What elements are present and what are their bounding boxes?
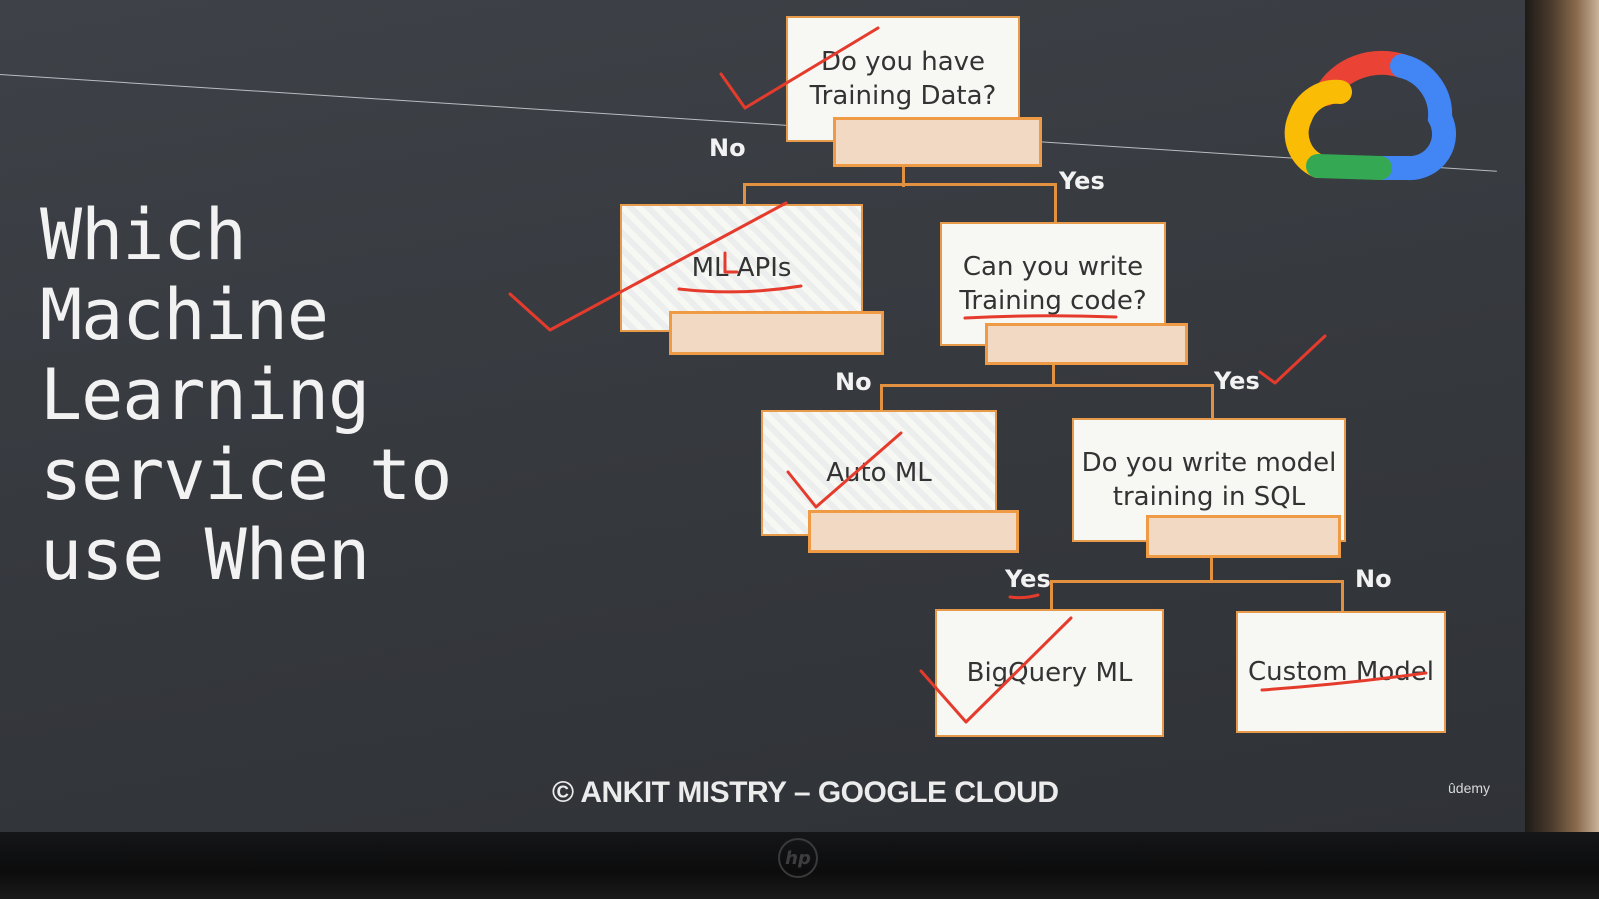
question-training-code-line2: Training code? xyxy=(959,286,1147,316)
custom-model-box: Custom Model xyxy=(1236,611,1446,733)
question-training-code-line1: Can you write xyxy=(962,252,1144,282)
branch-label-no: No xyxy=(835,368,872,396)
box-tab xyxy=(985,323,1188,365)
branch-label-no: No xyxy=(1355,565,1392,593)
connector xyxy=(1050,580,1344,583)
checkmark-icon xyxy=(1258,334,1327,385)
cloud-green-arc xyxy=(1306,154,1392,180)
underline-mark xyxy=(1008,593,1040,600)
cloud-blue-arc xyxy=(1368,54,1456,181)
custom-model-label: Custom Model xyxy=(1248,657,1434,687)
connector xyxy=(1211,384,1214,418)
title-line-3: Learning xyxy=(40,354,370,436)
box-tab xyxy=(808,510,1019,553)
connector xyxy=(1210,556,1213,582)
connector xyxy=(880,384,883,412)
connector xyxy=(1341,580,1344,612)
cloud-red-arc xyxy=(1314,50,1414,106)
monitor-screen: Which Machine Learning service to use Wh… xyxy=(0,0,1525,835)
background-wall xyxy=(1525,0,1599,899)
connector xyxy=(743,183,746,205)
connector xyxy=(1050,580,1053,610)
connector xyxy=(1054,183,1057,223)
slide-rule-line xyxy=(0,74,1497,172)
bigquery-ml-label: BigQuery ML xyxy=(966,658,1133,688)
title-line-5: use When xyxy=(40,514,370,596)
title-line-2: Machine xyxy=(40,274,329,356)
auto-ml-label: Auto ML xyxy=(826,458,932,488)
question-sql-line1: Do you write model xyxy=(1081,448,1337,478)
slide-footer: © ANKIT MISTRY – GOOGLE CLOUD xyxy=(552,776,1059,809)
hp-logo-icon: hp xyxy=(778,838,818,878)
title-line-1: Which xyxy=(40,194,247,276)
slide-title: Which Machine Learning service to use Wh… xyxy=(40,194,452,596)
question-training-data-line2: Training Data? xyxy=(809,81,997,111)
branch-label-yes: Yes xyxy=(1214,367,1260,395)
title-line-4: service to xyxy=(40,434,452,516)
connector xyxy=(902,165,905,187)
box-tab xyxy=(1146,515,1341,558)
udemy-watermark: ûdemy xyxy=(1448,780,1491,796)
box-tab xyxy=(669,311,884,355)
ml-apis-label: ML APIs xyxy=(691,253,792,283)
cloud-yellow-arc xyxy=(1284,79,1352,178)
box-tab xyxy=(833,117,1042,167)
connector xyxy=(880,384,1214,387)
connector xyxy=(743,183,1057,186)
bigquery-ml-box: BigQuery ML xyxy=(935,609,1164,737)
branch-label-yes: Yes xyxy=(1059,167,1105,195)
branch-label-yes: Yes xyxy=(1005,565,1051,593)
branch-label-no: No xyxy=(709,134,746,162)
connector xyxy=(1052,363,1055,387)
question-sql-line2: training in SQL xyxy=(1112,482,1306,512)
question-training-data-line1: Do you have xyxy=(820,47,986,77)
